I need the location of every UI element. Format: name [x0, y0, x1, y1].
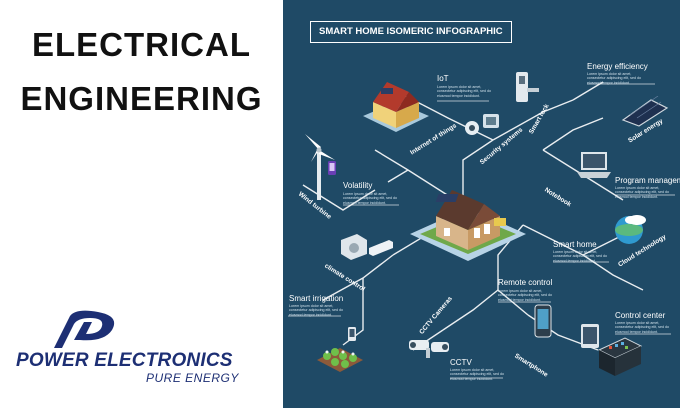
power-electronics-logo: POWER ELECTRONICS PURE ENERGY [10, 310, 275, 390]
infographic-title: SMART HOME ISOMERIC INFOGRAPHIC [310, 21, 512, 43]
desc-volatility: Lorem ipsum dolor sit amet, consectetur … [343, 192, 397, 205]
air-conditioner-icon [341, 234, 393, 260]
smart-home-infographic: SMART HOME ISOMERIC INFOGRAPHIC IoT Lore… [283, 0, 680, 408]
left-panel: ELECTRICAL ENGINEERING POWER ELECTRONICS… [0, 0, 283, 408]
tablet-icon [581, 324, 599, 348]
feature-remote-control: Remote control [498, 278, 553, 287]
desc-energy-efficiency: Lorem ipsum dolor sit amet, consectetur … [587, 72, 641, 85]
logo-name: POWER ELECTRONICS [16, 350, 233, 371]
logo-swoosh-icon [54, 310, 115, 348]
headline-line-2: ENGINEERING [20, 80, 263, 117]
control-desk-icon [597, 337, 643, 376]
desc-program-management: Lorem ipsum dolor sit amet, consectetur … [615, 186, 669, 199]
irrigation-plants-icon [317, 348, 363, 372]
logo-tagline: PURE ENERGY [146, 371, 239, 385]
feature-program-management: Program management [615, 176, 680, 185]
smartphone-icon [534, 304, 552, 338]
feature-iot: IoT [437, 74, 449, 83]
irrigation-phone-icon [348, 327, 356, 341]
iot-house-icon [363, 82, 429, 132]
desc-control-center: Lorem ipsum dolor sit amet, consectetur … [615, 321, 669, 334]
headline-line-1: ELECTRICAL [32, 26, 251, 63]
feature-smart-home: Smart home [553, 240, 597, 249]
notebook-laptop-icon [577, 152, 611, 178]
feature-energy-efficiency: Energy efficiency [587, 62, 648, 71]
cloud-technology-icon [615, 215, 646, 244]
phone-volatility-icon [328, 161, 336, 175]
desc-cctv: Lorem ipsum dolor sit amet, consectetur … [450, 368, 504, 381]
feature-control-center: Control center [615, 311, 666, 320]
solar-panel-icon [621, 96, 669, 127]
feature-cctv: CCTV [450, 358, 472, 367]
cctv-camera-icon [409, 340, 449, 358]
desc-smart-home: Lorem ipsum dolor sit amet, consectetur … [553, 250, 607, 263]
feature-smart-irrigation: Smart irrigation [289, 294, 344, 303]
security-camera-icon [465, 114, 499, 135]
wind-turbine-icon [305, 134, 335, 200]
desc-remote-control: Lorem ipsum dolor sit amet, consectetur … [498, 289, 552, 302]
smart-house-icon [410, 190, 526, 261]
desc-iot: Lorem ipsum dolor sit amet, consectetur … [437, 85, 491, 98]
smart-lock-icon [516, 72, 539, 102]
desc-smart-irrigation: Lorem ipsum dolor sit amet, consectetur … [289, 304, 343, 317]
feature-volatility: Volatility [343, 181, 373, 190]
